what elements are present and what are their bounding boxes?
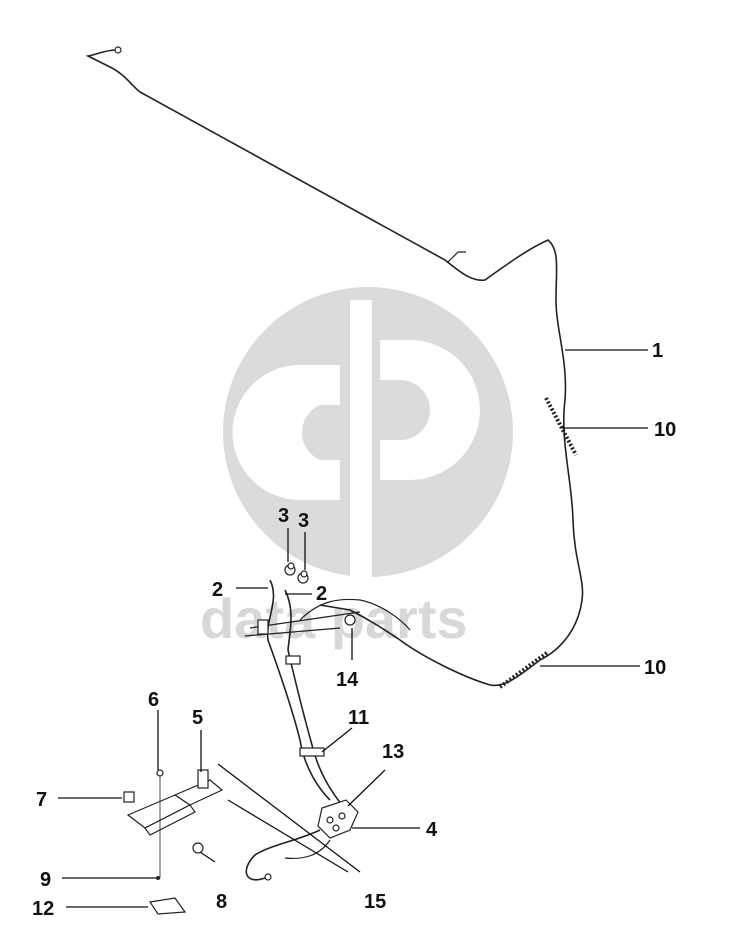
callout-15: 15 (364, 891, 386, 913)
leader-lines (58, 349, 648, 908)
callout-2-right: 2 (316, 583, 327, 605)
callout-11: 11 (348, 707, 369, 729)
cap-3a (287, 562, 295, 570)
callout-4: 4 (426, 819, 438, 841)
callout-7: 7 (36, 789, 47, 811)
callout-3-left: 3 (278, 505, 289, 527)
bracket-assembly (123, 769, 224, 915)
callout-6: 6 (148, 689, 159, 711)
hose-fitting-end (114, 46, 122, 54)
valve-block (317, 799, 359, 839)
callout-9: 9 (40, 869, 51, 891)
callouts: 1 10 10 3 3 2 2 14 6 5 11 13 7 4 9 8 15 … (32, 340, 676, 920)
hose-bracket-line (447, 251, 466, 263)
fitting-14 (344, 614, 356, 626)
hose-end-fitting (264, 873, 272, 881)
callout-12: 12 (32, 898, 54, 920)
cap-3b (300, 570, 308, 578)
spiral-wrap-upper (544, 397, 578, 456)
hose-clamp-mid (285, 655, 301, 665)
callout-5: 5 (192, 707, 203, 729)
watermark-logo: data parts (200, 287, 513, 650)
callout-3-right: 3 (298, 510, 309, 532)
callout-14: 14 (336, 669, 359, 691)
callout-13: 13 (382, 741, 404, 763)
hose-clamp-11 (299, 747, 325, 757)
callout-8: 8 (216, 891, 227, 913)
watermark-text: data parts (200, 587, 468, 650)
callout-1: 1 (652, 340, 663, 362)
callout-2-left: 2 (212, 579, 223, 601)
spiral-wrap-lower (498, 650, 550, 689)
hose-branch-e (299, 598, 411, 631)
hose-branch-b (284, 589, 343, 806)
hose-branch-a (266, 579, 331, 801)
hose-branch-d (244, 627, 341, 637)
valve-hose-loop-2 (284, 839, 331, 860)
callout-10-upper: 10 (654, 419, 676, 441)
valve-hose-loop (245, 829, 321, 881)
callout-10-lower: 10 (644, 657, 666, 679)
hose-clamp-left (257, 619, 269, 635)
main-hose (85, 49, 584, 687)
